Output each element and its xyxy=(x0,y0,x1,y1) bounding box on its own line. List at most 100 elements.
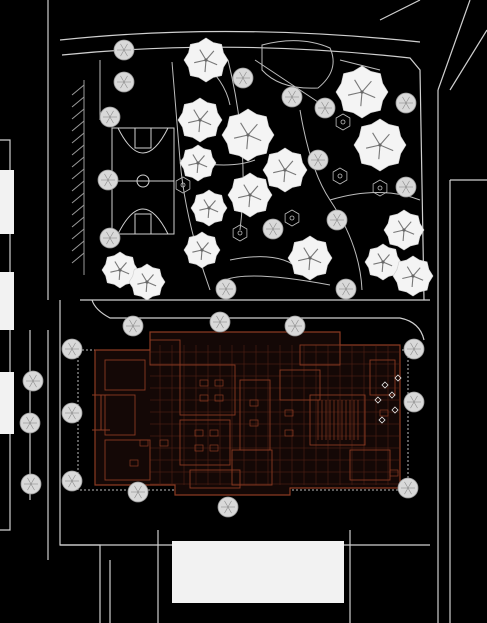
shrub-center xyxy=(377,185,383,191)
small-tree xyxy=(113,71,135,93)
large-tree xyxy=(364,243,402,281)
large-tree xyxy=(227,172,273,218)
parking-stall-line xyxy=(71,252,85,264)
parking-stall-line xyxy=(71,96,85,108)
furniture xyxy=(139,439,149,447)
small-tree xyxy=(217,496,239,518)
small-tree xyxy=(19,412,41,434)
small-tree xyxy=(113,39,135,61)
small-tree xyxy=(326,209,348,231)
court-key-top xyxy=(134,128,152,149)
parking-stall-line xyxy=(71,132,85,144)
furniture xyxy=(379,409,389,417)
small-tree xyxy=(215,278,237,300)
road-edge xyxy=(379,0,421,21)
planter-marker xyxy=(391,406,399,414)
road-edge xyxy=(437,0,471,91)
small-street-trees xyxy=(19,39,425,518)
court-arc-bottom xyxy=(117,208,169,235)
large-canopy-trees xyxy=(101,37,434,301)
furniture xyxy=(214,394,224,402)
room xyxy=(189,469,241,489)
shrub-center xyxy=(337,173,343,179)
shrub-hexagon xyxy=(232,224,248,242)
shrub-hexagon xyxy=(175,176,191,194)
parking-stall-line xyxy=(71,192,85,204)
road-edge xyxy=(0,139,11,531)
large-tree xyxy=(190,189,228,227)
small-tree xyxy=(61,338,83,360)
parking-stall-line xyxy=(71,204,85,216)
large-tree xyxy=(262,147,308,193)
furniture xyxy=(209,429,219,437)
hexagon-shrubs xyxy=(175,113,388,242)
court-arc-top xyxy=(117,127,169,154)
parking-stall-line xyxy=(71,168,85,180)
small-tree xyxy=(122,315,144,337)
room xyxy=(104,359,146,391)
neighbor-block xyxy=(0,372,14,434)
walkway xyxy=(261,40,334,89)
large-tree xyxy=(221,108,275,162)
furniture xyxy=(199,394,209,402)
planter-marker xyxy=(394,374,402,382)
furniture xyxy=(284,429,294,437)
shrub-hexagon xyxy=(332,167,348,185)
shrub-hexagon xyxy=(372,179,388,197)
court-center-circle xyxy=(136,174,150,188)
planter-marker xyxy=(381,381,389,389)
large-tree xyxy=(287,235,333,281)
room xyxy=(104,394,136,436)
large-tree xyxy=(183,37,229,83)
parking-stall-line xyxy=(71,156,85,168)
room xyxy=(279,369,321,401)
parking-stall-line xyxy=(71,144,85,156)
large-tree xyxy=(392,255,434,297)
road-edge xyxy=(91,299,425,341)
furniture xyxy=(199,379,209,387)
parking-stall-line xyxy=(71,240,85,252)
walkway xyxy=(339,59,381,71)
furniture xyxy=(209,444,219,452)
small-tree xyxy=(403,391,425,413)
small-tree xyxy=(61,470,83,492)
furniture xyxy=(194,444,204,452)
small-tree xyxy=(209,311,231,333)
parking-stall-line xyxy=(71,216,85,228)
small-tree xyxy=(99,106,121,128)
neighbor-block xyxy=(0,170,14,234)
room xyxy=(179,364,236,416)
furniture xyxy=(194,429,204,437)
room xyxy=(309,394,366,446)
large-tree xyxy=(335,65,389,119)
furniture xyxy=(129,459,139,467)
large-tree xyxy=(101,251,139,289)
small-tree xyxy=(262,218,284,240)
shrub-center xyxy=(340,119,346,125)
shrub-center xyxy=(237,230,243,236)
court-key-bottom xyxy=(134,213,152,234)
small-tree xyxy=(61,402,83,424)
large-tree xyxy=(177,97,223,143)
small-tree xyxy=(232,67,254,89)
small-tree xyxy=(397,477,419,499)
room xyxy=(104,439,151,481)
neighbor-building-blocks xyxy=(0,170,344,603)
parking-stall-line xyxy=(71,180,85,192)
small-tree xyxy=(314,97,336,119)
room xyxy=(179,419,231,466)
shrub-hexagon xyxy=(335,113,351,131)
walkway xyxy=(224,275,331,286)
basketball-court xyxy=(111,127,175,235)
small-tree xyxy=(307,149,329,171)
shrub-hexagon xyxy=(284,209,300,227)
furniture xyxy=(249,399,259,407)
small-tree xyxy=(97,169,119,191)
parking-stall-line xyxy=(71,120,85,132)
shrub-center xyxy=(289,215,295,221)
furniture xyxy=(159,439,169,447)
building-floor-plan xyxy=(77,331,409,496)
small-tree xyxy=(395,92,417,114)
large-tree xyxy=(183,231,221,269)
